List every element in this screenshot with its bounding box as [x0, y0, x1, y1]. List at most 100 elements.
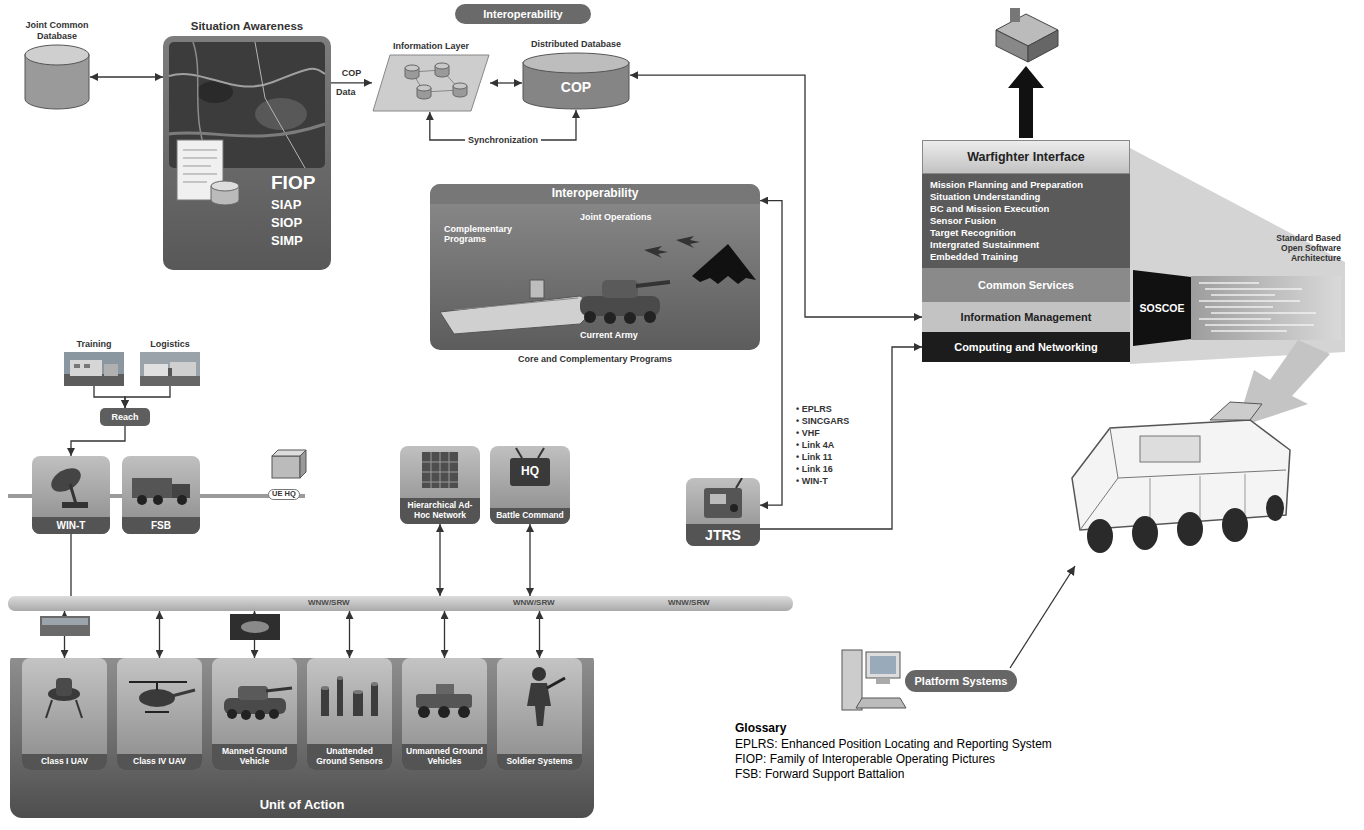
vehicle-illustration-part: [1087, 519, 1113, 553]
node-illustration-part: [337, 676, 343, 680]
node-text: Complementary Programs: [444, 224, 524, 245]
node-illustration-part: [418, 706, 430, 718]
node-illustration-part: [547, 678, 565, 688]
node-illustration-part: [211, 181, 239, 191]
node-illustration-part: [704, 488, 742, 518]
reach-pill: Reach: [100, 408, 150, 426]
vehicle-illustration-part: [1222, 508, 1248, 542]
photo-thumbnail-part: [42, 618, 88, 625]
funnel-trapezoid: SOSCOE: [1133, 270, 1191, 346]
node-illustration-part: [1205, 306, 1273, 308]
node-illustration-part: [169, 69, 325, 87]
node-illustration-part: [422, 452, 458, 488]
node-text: HQ: [510, 465, 550, 479]
node-illustration-part: [435, 63, 449, 69]
free-label: FSB: Forward Support Battalion: [735, 768, 904, 782]
node-illustration-part: [321, 686, 329, 690]
node-illustration-part: [692, 244, 756, 284]
node-text: Embedded Training: [930, 251, 1122, 263]
network-bar: WNW/SRWWNW/SRWWNW/SRW: [8, 596, 793, 611]
service-layer: Information Management: [922, 302, 1130, 332]
photo-box: Logistics: [140, 352, 200, 386]
node-illustration-part: [1211, 330, 1287, 332]
vehicle-illustration-part: [1072, 420, 1290, 530]
network-box: Hierarchical Ad-Hoc Network: [400, 446, 480, 524]
node-illustration-part: [153, 495, 163, 505]
connector-line: [90, 76, 163, 77]
node-illustration-part: [56, 678, 72, 696]
distributed-database: Distributed DatabaseCOP: [522, 52, 630, 110]
up-arrow-part: [1019, 84, 1033, 138]
node-illustration-part: [602, 280, 638, 298]
node-text: Intergrated Sustainment: [930, 239, 1122, 251]
free-label: • Link 11: [796, 452, 832, 462]
node-illustration-part: [454, 298, 578, 310]
node-illustration-part: [170, 362, 196, 376]
node-illustration-part: [353, 690, 363, 694]
vehicle-illustration-part: [1110, 428, 1286, 478]
node-illustration-part: [538, 448, 544, 458]
node-text: Core and Complementary Programs: [430, 354, 760, 364]
command-post-icon-part: [1010, 8, 1020, 22]
node-illustration-part: [168, 368, 172, 376]
software-bar: Standard Based Open Software Architectur…: [1191, 276, 1341, 340]
free-label: EPLRS: Enhanced Position Locating and Re…: [735, 738, 1052, 752]
node-text: Current Army: [580, 330, 680, 340]
node-illustration-part: [440, 296, 598, 334]
node-illustration-part: [636, 282, 670, 286]
node-illustration-part: [624, 312, 636, 324]
node-text: SIOP: [271, 216, 302, 231]
node-text: Logistics: [135, 339, 205, 349]
node-illustration-part: [156, 682, 158, 690]
node-illustration: [163, 36, 331, 270]
command-post-icon-part: [1028, 30, 1058, 62]
node-illustration-part: [736, 478, 742, 488]
node-illustration-part: [183, 150, 217, 182]
node-illustration-part: [255, 710, 265, 720]
node-outline: [24, 44, 90, 110]
node-illustration: [430, 184, 760, 350]
connector-line: [439, 524, 440, 596]
node-text: Interoperability: [455, 8, 591, 21]
network-box: HQBattle Command: [490, 446, 570, 524]
interface-header: Warfighter Interface: [922, 140, 1130, 174]
node-illustration-part: [1205, 324, 1314, 326]
node-illustration-part: [730, 504, 738, 512]
node-illustration: [22, 658, 107, 770]
node-illustration-part: [510, 458, 550, 486]
node-text: WNW/SRW: [668, 598, 710, 607]
node-illustration-part: [405, 65, 419, 71]
node-text: Interoperability: [430, 184, 760, 204]
node-illustration-part: [139, 689, 175, 707]
node-illustration-part: [227, 709, 237, 719]
node-text: SIAP: [271, 198, 301, 213]
node-text: Unit of Action: [10, 798, 594, 813]
computer-icon-part: [856, 698, 906, 708]
connector-line: [70, 534, 71, 596]
computer-icon-part: [866, 652, 900, 678]
network-box: WIN-T: [32, 456, 110, 534]
node-text: WIN-T: [32, 517, 110, 535]
node-illustration-part: [321, 678, 378, 716]
information-layer: Information Layer: [372, 54, 490, 112]
platform-pill: Platform Systems: [905, 670, 1017, 692]
node-text: Situation Awareness: [157, 20, 337, 33]
node-illustration-part: [532, 667, 546, 681]
node-illustration-part: [266, 688, 292, 691]
node-illustration-part: [1199, 282, 1259, 284]
free-label: • WIN-T: [796, 476, 828, 486]
node-illustration-part: [527, 683, 551, 726]
node-text: Information Layer: [371, 41, 491, 51]
node-text: Platform Systems: [905, 675, 1017, 688]
computer-icon-part: [876, 678, 890, 684]
node-text: Reach: [100, 412, 150, 422]
unit-element-box: Unattended Ground Sensors: [307, 658, 392, 770]
vehicle-illustration-part: [1210, 402, 1262, 420]
node-illustration-part: [144, 364, 168, 376]
up-arrow-part: [1008, 66, 1044, 88]
free-label: • SINCGARS: [796, 416, 849, 426]
vehicle-illustration-part: [1132, 516, 1158, 550]
edge-label: COP: [339, 68, 365, 78]
node-illustration-part: [458, 706, 470, 718]
command-post-icon-part: [996, 30, 1028, 62]
